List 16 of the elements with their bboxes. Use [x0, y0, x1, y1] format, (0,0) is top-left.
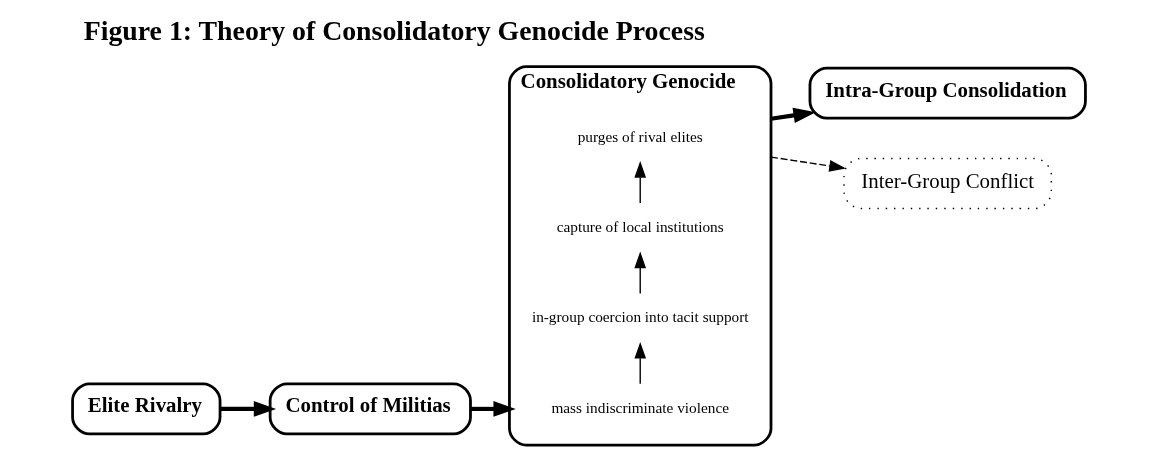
- node-text: capture of local institutions: [556, 217, 724, 235]
- node-box: Control of Militias: [268, 382, 472, 436]
- arrow: [633, 341, 646, 385]
- arrow: [219, 401, 276, 417]
- node-box: Inter-Group Conflict: [842, 157, 1052, 210]
- diagram-title: Figure 1: Theory of Consolidatory Genocide Process: [83, 15, 705, 47]
- node-text: in-group coercion into tacit support: [531, 308, 749, 326]
- node-text: purges of rival elites: [577, 127, 703, 145]
- arrow: [633, 161, 646, 204]
- arrow: [470, 401, 516, 417]
- node-box: Intra-Group Consolidation: [808, 66, 1087, 120]
- arrow: [633, 251, 646, 295]
- node-box: Elite Rivalry: [70, 382, 221, 436]
- arrow: [769, 156, 846, 172]
- arrow: [770, 107, 816, 124]
- node-text: mass indiscriminate violence: [550, 398, 729, 416]
